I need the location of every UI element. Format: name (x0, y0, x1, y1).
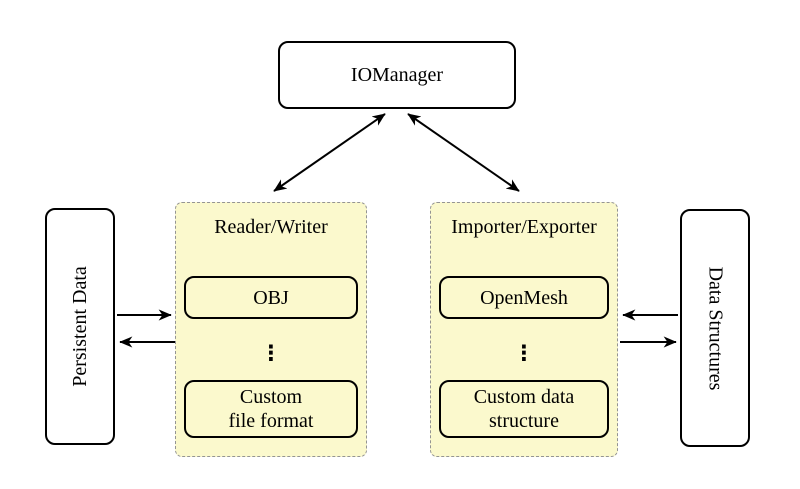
node-persistent-data-label: Persistent Data (68, 266, 91, 387)
node-persistent-data: Persistent Data (45, 208, 115, 445)
node-openmesh: OpenMesh (439, 276, 609, 319)
group-reader-writer: Reader/Writer OBJ ⋮ Custom file format (175, 202, 367, 457)
node-data-structures-label: Data Structures (704, 266, 727, 390)
node-custom-file-format: Custom file format (184, 380, 358, 438)
ellipsis-vertical-icon: ⋮ (513, 341, 535, 365)
node-obj-label: OBJ (253, 286, 289, 309)
group-importer-exporter-title: Importer/Exporter (451, 216, 597, 238)
node-iomanager: IOManager (278, 41, 516, 109)
node-iomanager-label: IOManager (350, 64, 444, 86)
group-reader-writer-title: Reader/Writer (214, 216, 328, 238)
node-obj: OBJ (184, 276, 358, 319)
group-importer-exporter: Importer/Exporter OpenMesh ⋮ Custom data… (430, 202, 618, 457)
ellipsis-vertical-icon: ⋮ (260, 341, 282, 365)
node-custom-data-structure: Custom data structure (439, 380, 609, 438)
node-custom-file-format-label: Custom file format (228, 386, 314, 432)
arrow-iomanager-importerexporter (407, 113, 520, 192)
node-openmesh-label: OpenMesh (480, 286, 568, 309)
node-data-structures: Data Structures (680, 209, 750, 447)
node-custom-data-structure-label: Custom data structure (473, 386, 575, 432)
arrow-iomanager-readerwriter (273, 113, 386, 192)
